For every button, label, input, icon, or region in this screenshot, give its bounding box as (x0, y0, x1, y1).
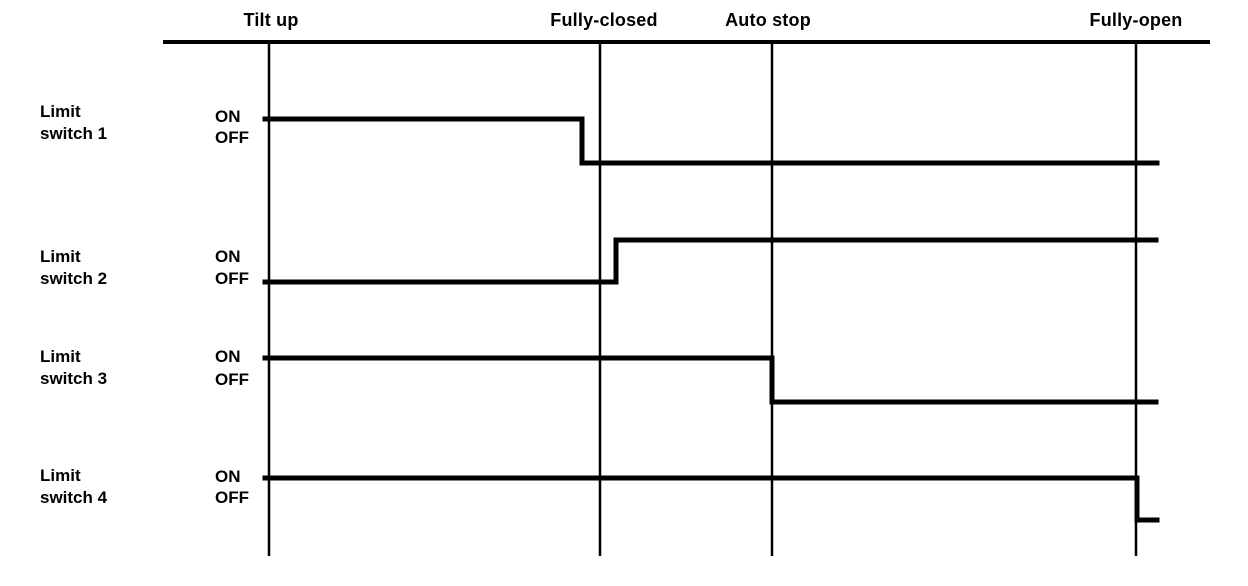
waveform-limit-switch-1 (262, 116, 1160, 166)
on-label-switch-2: ON (215, 247, 241, 266)
row-label-line1: Limit (40, 347, 81, 366)
row-label-line2: switch 3 (40, 369, 108, 388)
waveform-limit-switch-3 (262, 355, 1159, 405)
column-label-fully-open: Fully-open (1089, 10, 1183, 30)
column-label-fully-closed: Fully-closed (550, 10, 658, 30)
off-label-switch-3: OFF (215, 370, 249, 389)
off-label-switch-4: OFF (215, 488, 249, 507)
on-label-switch-1: ON (215, 107, 241, 126)
row-label-line1: Limit (40, 466, 81, 485)
row-label-limit-switch-1: Limit switch 1 (40, 101, 107, 145)
waveform-limit-switch-2 (262, 237, 1159, 285)
row-label-limit-switch-3: Limit switch 3 (40, 346, 107, 390)
column-label-auto-stop: Auto stop (725, 10, 811, 30)
on-label-switch-4: ON (215, 467, 241, 486)
off-label-switch-1: OFF (215, 128, 249, 147)
row-label-line2: switch 1 (40, 124, 108, 143)
row-label-limit-switch-2: Limit switch 2 (40, 246, 107, 290)
column-label-tilt-up: Tilt up (243, 10, 299, 30)
row-label-line2: switch 2 (40, 269, 108, 288)
row-label-line1: Limit (40, 102, 81, 121)
row-label-limit-switch-4: Limit switch 4 (40, 465, 107, 509)
row-label-line1: Limit (40, 247, 81, 266)
waveform-limit-switch-4 (262, 475, 1160, 523)
on-label-switch-3: ON (215, 347, 241, 366)
row-label-line2: switch 4 (40, 488, 108, 507)
off-label-switch-2: OFF (215, 269, 249, 288)
